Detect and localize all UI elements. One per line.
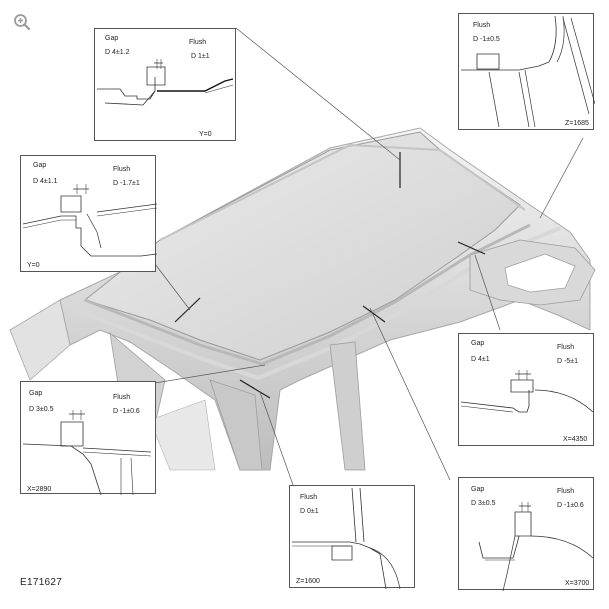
section-drawing: [460, 370, 594, 413]
section-label: Z=1685: [565, 120, 589, 127]
section-drawing: [22, 410, 152, 495]
gap-label: Gap: [471, 486, 485, 493]
gap-value: D 4±1.1: [33, 178, 58, 185]
gap-value: D 3±0.5: [471, 500, 496, 507]
flush-value: D 0±1: [300, 508, 319, 515]
flush-value: D -1±0.6: [113, 408, 140, 415]
gap-value: D 4±1.2: [105, 49, 130, 56]
gap-value: D 4±1: [471, 356, 490, 363]
section-inset-e: Gap D 3±0.5 Flush D -1±0.6 X=2890: [20, 381, 156, 495]
gap-label: Gap: [29, 390, 43, 397]
section-inset-c: Gap D 4±1.1 Flush D -1.7±1 Y=0: [20, 155, 157, 272]
gap-value: D 3±0.5: [29, 406, 54, 413]
flush-value: D -1.7±1: [113, 180, 140, 187]
flush-value: D 1±1: [191, 53, 210, 60]
section-inset-b: Flush D -1±0.5 Z=1685: [458, 13, 595, 130]
section-inset-a: Gap D 4±1.2 Flush D 1±1 Y=0: [94, 28, 236, 141]
flush-label: Flush: [473, 22, 491, 29]
section-drawing: [97, 59, 234, 106]
section-label: Y=0: [199, 131, 212, 138]
flush-label: Flush: [557, 488, 575, 495]
section-inset-g: Gap D 3±0.5 Flush D -1±0.6 X=3700: [458, 477, 594, 591]
section-drawing: [478, 502, 594, 591]
section-label: X=2890: [27, 486, 52, 493]
gap-label: Gap: [105, 35, 119, 42]
flush-label: Flush: [113, 166, 131, 173]
flush-label: Flush: [557, 344, 575, 351]
section-drawing: [461, 15, 595, 128]
figure-id: E171627: [20, 577, 63, 588]
gap-label: Gap: [471, 340, 485, 347]
flush-label: Flush: [300, 494, 318, 501]
flush-value: D -1±0.5: [473, 36, 500, 43]
flush-label: Flush: [113, 394, 131, 401]
zoom-in-icon[interactable]: [13, 13, 31, 31]
flush-label: Flush: [189, 39, 207, 46]
gap-label: Gap: [33, 162, 47, 169]
section-drawing: [292, 487, 401, 589]
section-label: Z=1600: [296, 578, 320, 585]
flush-value: D -1±0.6: [557, 502, 584, 509]
section-label: X=3700: [565, 580, 590, 587]
section-label: Y=0: [27, 262, 40, 269]
section-inset-d: Gap D 4±1 Flush D -5±1 X=4350: [458, 333, 594, 446]
section-label: X=4350: [563, 436, 588, 443]
section-drawing: [22, 184, 157, 257]
flush-value: D -5±1: [557, 358, 578, 365]
section-inset-f: Flush D 0±1 Z=1600: [289, 485, 415, 589]
